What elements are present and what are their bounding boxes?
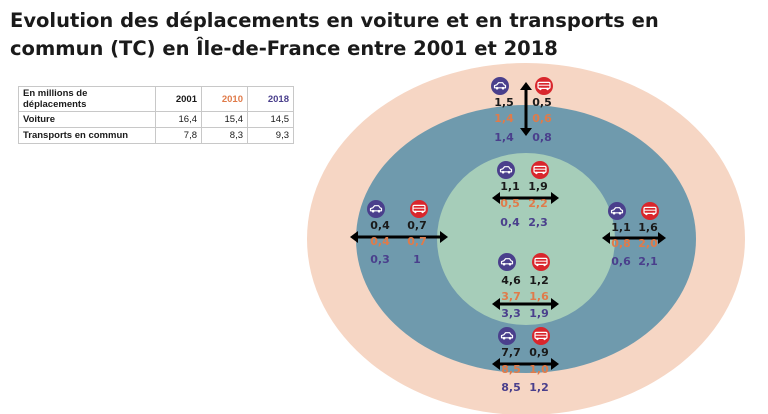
- tc-value-2010: 2,0: [638, 237, 658, 250]
- car-value-2001: 1,5: [494, 96, 514, 109]
- tc-value-2018: 1,9: [529, 307, 549, 320]
- tc-value-2001: 1,9: [528, 180, 548, 193]
- double-arrow-icon: [492, 298, 559, 310]
- car-value-2018: 8,5: [501, 381, 521, 394]
- car-value-2018: 3,3: [501, 307, 521, 320]
- tc-value-2018: 2,1: [638, 255, 658, 268]
- tc-value-2018: 1: [413, 253, 421, 266]
- car-value-2001: 1,1: [611, 221, 631, 234]
- tc-value-2001: 1,2: [529, 274, 549, 287]
- tc-value-2001: 0,9: [529, 346, 549, 359]
- flows-layer: 1,5 0,5 1,4 0,6 1,4 0,8 1,1 1,9 0,5 2,2 0,4 2,3 4,6 1…: [350, 77, 666, 394]
- tc-value-2018: 1,2: [529, 381, 549, 394]
- car-value-2010: 8,5: [501, 363, 521, 376]
- table-header-2018: 2018: [247, 86, 294, 112]
- car-icon: [491, 77, 509, 95]
- car-value-2010: 0,8: [611, 237, 631, 250]
- tc-value-2018: 2,3: [528, 216, 548, 229]
- car-icon: [608, 202, 626, 220]
- flow-group-internal-petite-couronne: 4,6 1,2 3,7 1,6 3,3 1,9: [492, 253, 559, 320]
- car-value-2010: 1,4: [494, 112, 514, 125]
- tc-value-2018: 0,8: [532, 131, 552, 144]
- car-value-2010: 3,7: [501, 290, 521, 303]
- flow-group-internal-paris: 1,1 1,9 0,5 2,2 0,4 2,3: [492, 161, 559, 229]
- car-value-2018: 0,4: [500, 216, 520, 229]
- bus-icon: [532, 327, 550, 345]
- bus-icon: [531, 161, 549, 179]
- car-value-2001: 0,4: [370, 219, 390, 232]
- summary-table: En millions de déplacements 2001 2010 20…: [18, 86, 294, 144]
- double-arrow-icon: [350, 231, 448, 243]
- car-value-2001: 1,1: [500, 180, 520, 193]
- tc-value-2010: 0,6: [532, 112, 552, 125]
- car-icon: [498, 327, 516, 345]
- table-cell: 9,3: [247, 127, 294, 144]
- tc-value-2001: 0,5: [532, 96, 552, 109]
- inner-core: [437, 153, 615, 325]
- flow-group-radial-paris-petite-couronne: 1,5 0,5 1,4 0,6 1,4 0,8: [491, 77, 553, 144]
- car-value-2018: 0,6: [611, 255, 631, 268]
- flow-group-right-exchange: 1,1 1,6 0,8 2,0 0,6 2,1: [602, 202, 666, 268]
- double-arrow-icon: [492, 358, 559, 370]
- double-arrow-icon: [492, 192, 559, 204]
- double-arrow-icon: [520, 82, 532, 136]
- car-value-2010: 0,4: [370, 235, 390, 248]
- bus-icon: [410, 200, 428, 218]
- car-value-2001: 4,6: [501, 274, 521, 287]
- tc-value-2001: 1,6: [638, 221, 658, 234]
- bus-icon: [532, 253, 550, 271]
- tc-value-2010: 1,0: [529, 363, 549, 376]
- tc-value-2001: 0,7: [407, 219, 427, 232]
- tc-value-2010: 0,7: [407, 235, 427, 248]
- bus-icon: [535, 77, 553, 95]
- table-header-2001: 2001: [155, 86, 202, 112]
- flow-group-internal-grande-couronne: 7,7 0,9 8,5 1,0 8,5 1,2: [492, 327, 559, 394]
- car-value-2018: 0,3: [370, 253, 390, 266]
- car-icon: [367, 200, 385, 218]
- double-arrow-icon: [602, 232, 666, 244]
- table-row-label: Transports en commun: [18, 127, 156, 144]
- table-row: Transports en commun 7,8 8,3 9,3: [18, 127, 294, 144]
- car-icon: [498, 253, 516, 271]
- page-title: Evolution des déplacements en voiture et…: [10, 9, 659, 60]
- tc-value-2010: 1,6: [529, 290, 549, 303]
- car-value-2010: 0,5: [500, 197, 520, 210]
- car-icon: [497, 161, 515, 179]
- car-value-2018: 1,4: [494, 131, 514, 144]
- car-value-2001: 7,7: [501, 346, 521, 359]
- bus-icon: [641, 202, 659, 220]
- flow-group-left-exchange: 0,4 0,7 0,4 0,7 0,3 1: [350, 200, 448, 266]
- tc-value-2010: 2,2: [528, 197, 548, 210]
